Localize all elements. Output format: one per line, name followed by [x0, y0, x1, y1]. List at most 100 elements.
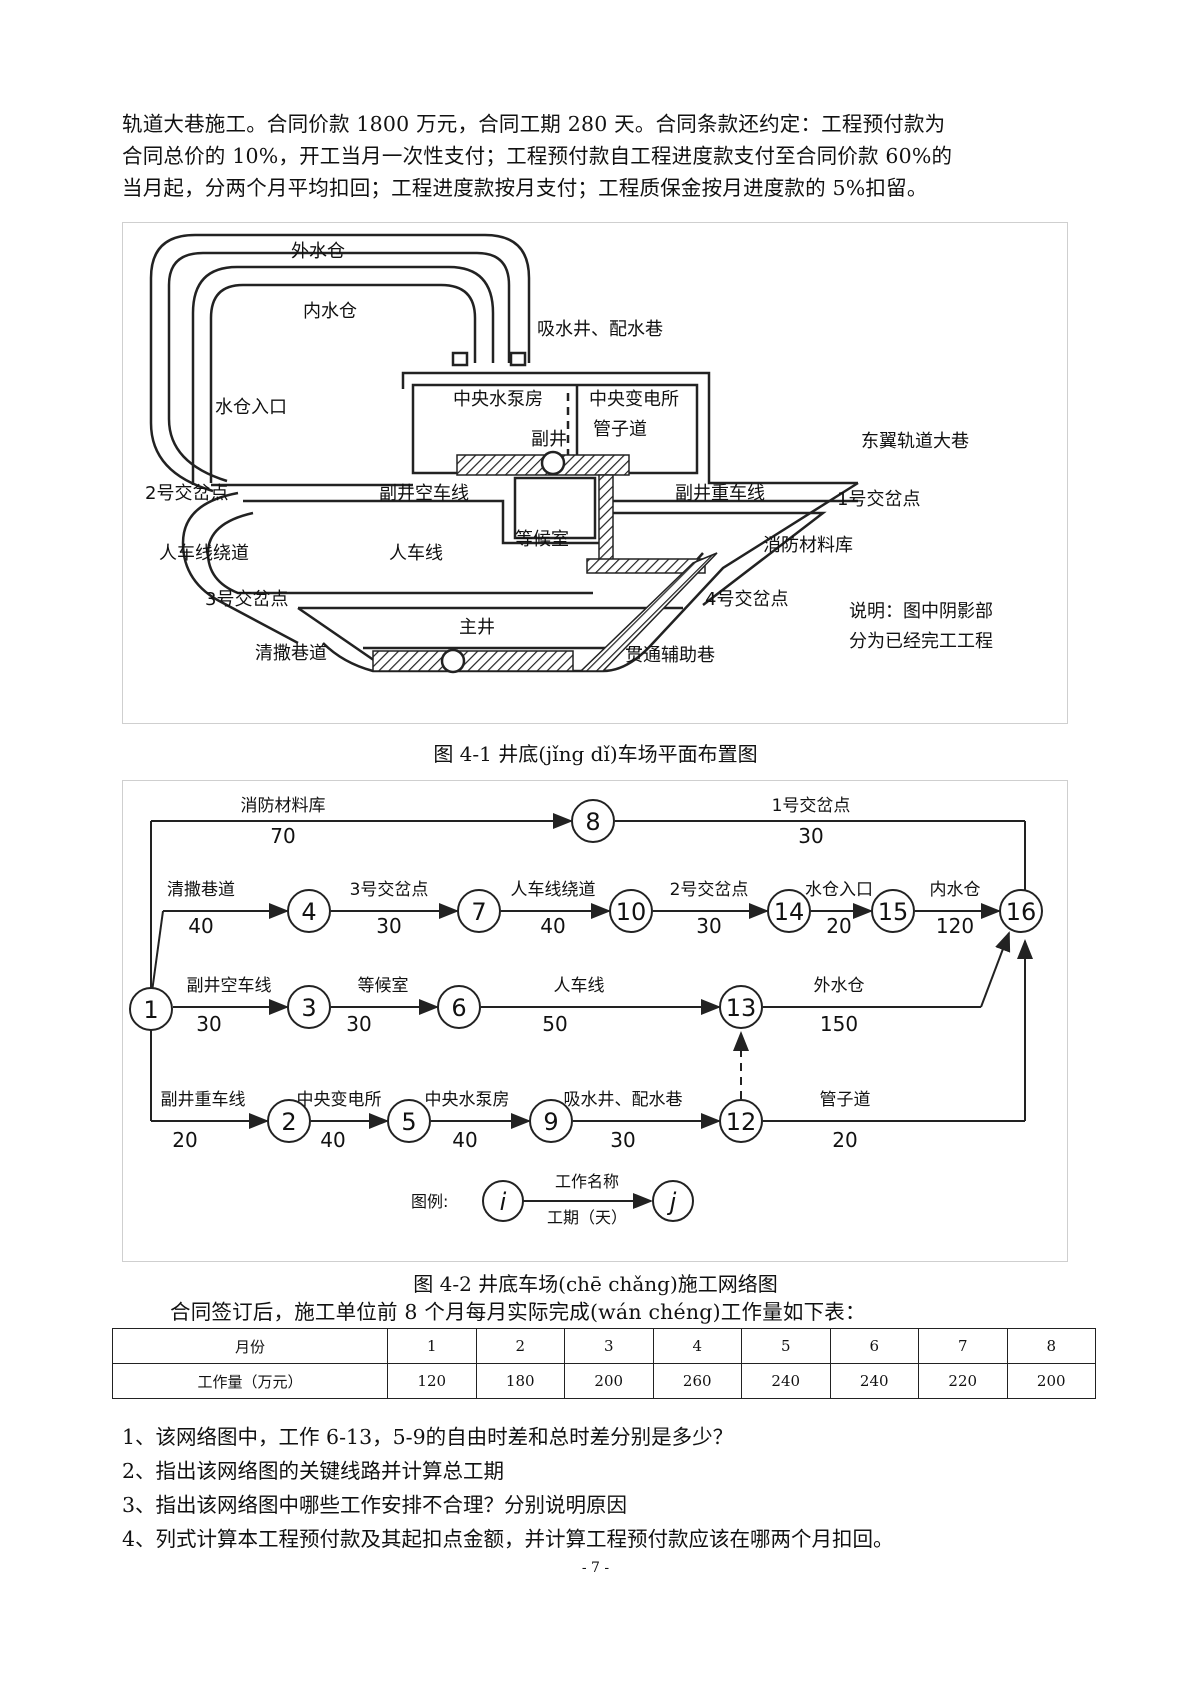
table-cell: 1 — [387, 1328, 477, 1364]
activity-days: 20 — [832, 1128, 857, 1152]
figure-caption: 图 4-1 井底(jǐng dǐ)车场平面布置图 — [433, 742, 758, 766]
table-cell: 240 — [741, 1363, 831, 1399]
table-cell: 2 — [475, 1328, 565, 1364]
label-crossing-1: 1号交岔点 — [837, 489, 920, 510]
label-crossing-2: 2号交岔点 — [145, 483, 228, 504]
node-16: 16 — [1006, 898, 1037, 926]
label-main-shaft: 主井 — [459, 617, 495, 638]
activity-name: 3号交岔点 — [350, 880, 429, 900]
node-3: 3 — [301, 994, 316, 1022]
node-5: 5 — [401, 1108, 416, 1136]
label-aux-shaft: 副井 — [531, 429, 567, 450]
label-man-car-line: 人车线 — [389, 543, 443, 564]
label-pipe-way: 管子道 — [593, 419, 647, 440]
activity-name: 吸水井、配水巷 — [564, 1090, 683, 1110]
node-1: 1 — [143, 996, 158, 1024]
activity-name: 2号交岔点 — [670, 880, 749, 900]
activity-name: 中央水泵房 — [425, 1090, 510, 1110]
table-cell: 8 — [1006, 1328, 1096, 1364]
label-sump-entrance: 水仓入口 — [215, 397, 287, 418]
node-6: 6 — [451, 994, 466, 1022]
activity-days: 30 — [196, 1012, 221, 1036]
work-table: 月份 1 2 3 4 5 6 7 8 工作量（万元） 120 180 200 2… — [112, 1328, 1096, 1399]
legend-node-i: i — [500, 1188, 507, 1216]
activity-name: 消防材料库 — [241, 796, 326, 816]
label-pump-room: 中央水泵房 — [453, 389, 543, 410]
label-crossing-3: 3号交岔点 — [205, 589, 288, 610]
node-12: 12 — [726, 1108, 757, 1136]
activity-days: 40 — [452, 1128, 477, 1152]
activity-days: 40 — [320, 1128, 345, 1152]
activity-days: 120 — [936, 914, 974, 938]
table-row: 月份 1 2 3 4 5 6 7 8 — [112, 1328, 1096, 1364]
main-shaft-circle — [440, 648, 466, 674]
label-bypass: 人车线绕道 — [159, 543, 249, 564]
intro-line: 当月起，分两个月平均扣回；工程进度款按月支付；工程质保金按月进度款的 5%扣留。 — [122, 176, 928, 200]
activity-days: 30 — [346, 1012, 371, 1036]
intro-line: 轨道大巷施工。合同价款 1800 万元，合同工期 280 天。合同条款还约定：工… — [122, 112, 946, 136]
page-number: - 7 - — [581, 1560, 610, 1576]
table-cell: 180 — [475, 1363, 565, 1399]
activity-days: 70 — [270, 824, 295, 848]
label-waiting-room: 等候室 — [515, 529, 569, 550]
node-4: 4 — [301, 898, 316, 926]
label-suction-well: 吸水井、配水巷 — [537, 319, 663, 340]
activity-name: 清撒巷道 — [167, 880, 235, 900]
aux-shaft-circle — [540, 450, 566, 476]
activity-days: 20 — [826, 914, 851, 938]
activity-name: 管子道 — [820, 1090, 871, 1110]
figure-network-diagram: 1 2 3 4 5 6 7 8 9 10 12 13 14 15 16 i j … — [122, 780, 1068, 1262]
table-cell: 200 — [564, 1363, 654, 1399]
table-cell: 260 — [652, 1363, 742, 1399]
activity-name: 1号交岔点 — [772, 796, 851, 816]
table-cell: 6 — [829, 1328, 919, 1364]
table-cell: 120 — [387, 1363, 477, 1399]
label-crossing-4: 4号交岔点 — [705, 589, 788, 610]
label-outer-sump: 外水仓 — [291, 241, 345, 262]
label-substation: 中央变电所 — [589, 389, 679, 410]
activity-name: 副井空车线 — [187, 976, 272, 996]
activity-days: 30 — [610, 1128, 635, 1152]
activity-name: 水仓入口 — [805, 880, 873, 900]
legend-activity-name: 工作名称 — [555, 1172, 619, 1191]
table-header-cell: 月份 — [112, 1328, 388, 1364]
activity-name: 中央变电所 — [297, 1090, 382, 1110]
legend-activity-days: 工期（天） — [547, 1208, 627, 1227]
activity-days: 30 — [376, 914, 401, 938]
activity-days: 150 — [820, 1012, 858, 1036]
table-cell: 240 — [829, 1363, 919, 1399]
table-cell: 220 — [918, 1363, 1008, 1399]
question-1: 1、该网络图中，工作 6-13，5-9的自由时差和总时差分别是多少？ — [122, 1425, 734, 1449]
activity-name: 人车线绕道 — [511, 880, 596, 900]
activity-days: 50 — [542, 1012, 567, 1036]
node-7: 7 — [471, 898, 486, 926]
table-header-cell: 工作量（万元） — [112, 1363, 388, 1399]
legend-node-j: j — [667, 1188, 677, 1216]
node-13: 13 — [726, 994, 757, 1022]
node-10: 10 — [616, 898, 647, 926]
question-3: 3、指出该网络图中哪些工作安排不合理？分别说明原因 — [122, 1493, 628, 1517]
table-cell: 4 — [652, 1328, 742, 1364]
label-inner-sump: 内水仓 — [303, 301, 357, 322]
activity-days: 30 — [696, 914, 721, 938]
activity-days: 40 — [188, 914, 213, 938]
activity-days: 20 — [172, 1128, 197, 1152]
table-cell: 3 — [564, 1328, 654, 1364]
node-8: 8 — [585, 808, 600, 836]
intro-paragraph: 轨道大巷施工。合同价款 1800 万元，合同工期 280 天。合同条款还约定：工… — [122, 108, 1062, 204]
table-cell: 5 — [741, 1328, 831, 1364]
figure-caption: 图 4-2 井底车场(chē chǎng)施工网络图 — [413, 1272, 778, 1296]
question-4: 4、列式计算本工程预付款及其起扣点金额，并计算工程预付款应该在哪两个月扣回。 — [122, 1527, 894, 1551]
question-2: 2、指出该网络图的关键线路并计算总工期 — [122, 1459, 505, 1483]
activity-name: 等候室 — [358, 976, 409, 996]
label-cleanup-roadway: 清撒巷道 — [255, 643, 327, 664]
label-fire-store: 消防材料库 — [763, 535, 853, 556]
legend-label: 图例: — [411, 1192, 448, 1211]
activity-name: 外水仓 — [814, 976, 865, 996]
intro-line: 合同总价的 10%，开工当月一次性支付；工程预付款自工程进度款支付至合同价款 6… — [122, 144, 953, 168]
table-row: 工作量（万元） 120 180 200 260 240 240 220 200 — [112, 1363, 1096, 1399]
activity-name: 人车线 — [554, 976, 605, 996]
node-2: 2 — [281, 1108, 296, 1136]
label-through-roadway: 贯通辅助巷 — [625, 645, 715, 666]
layout-diagram: 外水仓 内水仓 吸水井、配水巷 水仓入口 中央水泵房 中央变电所 管子道 副井 … — [145, 233, 993, 674]
